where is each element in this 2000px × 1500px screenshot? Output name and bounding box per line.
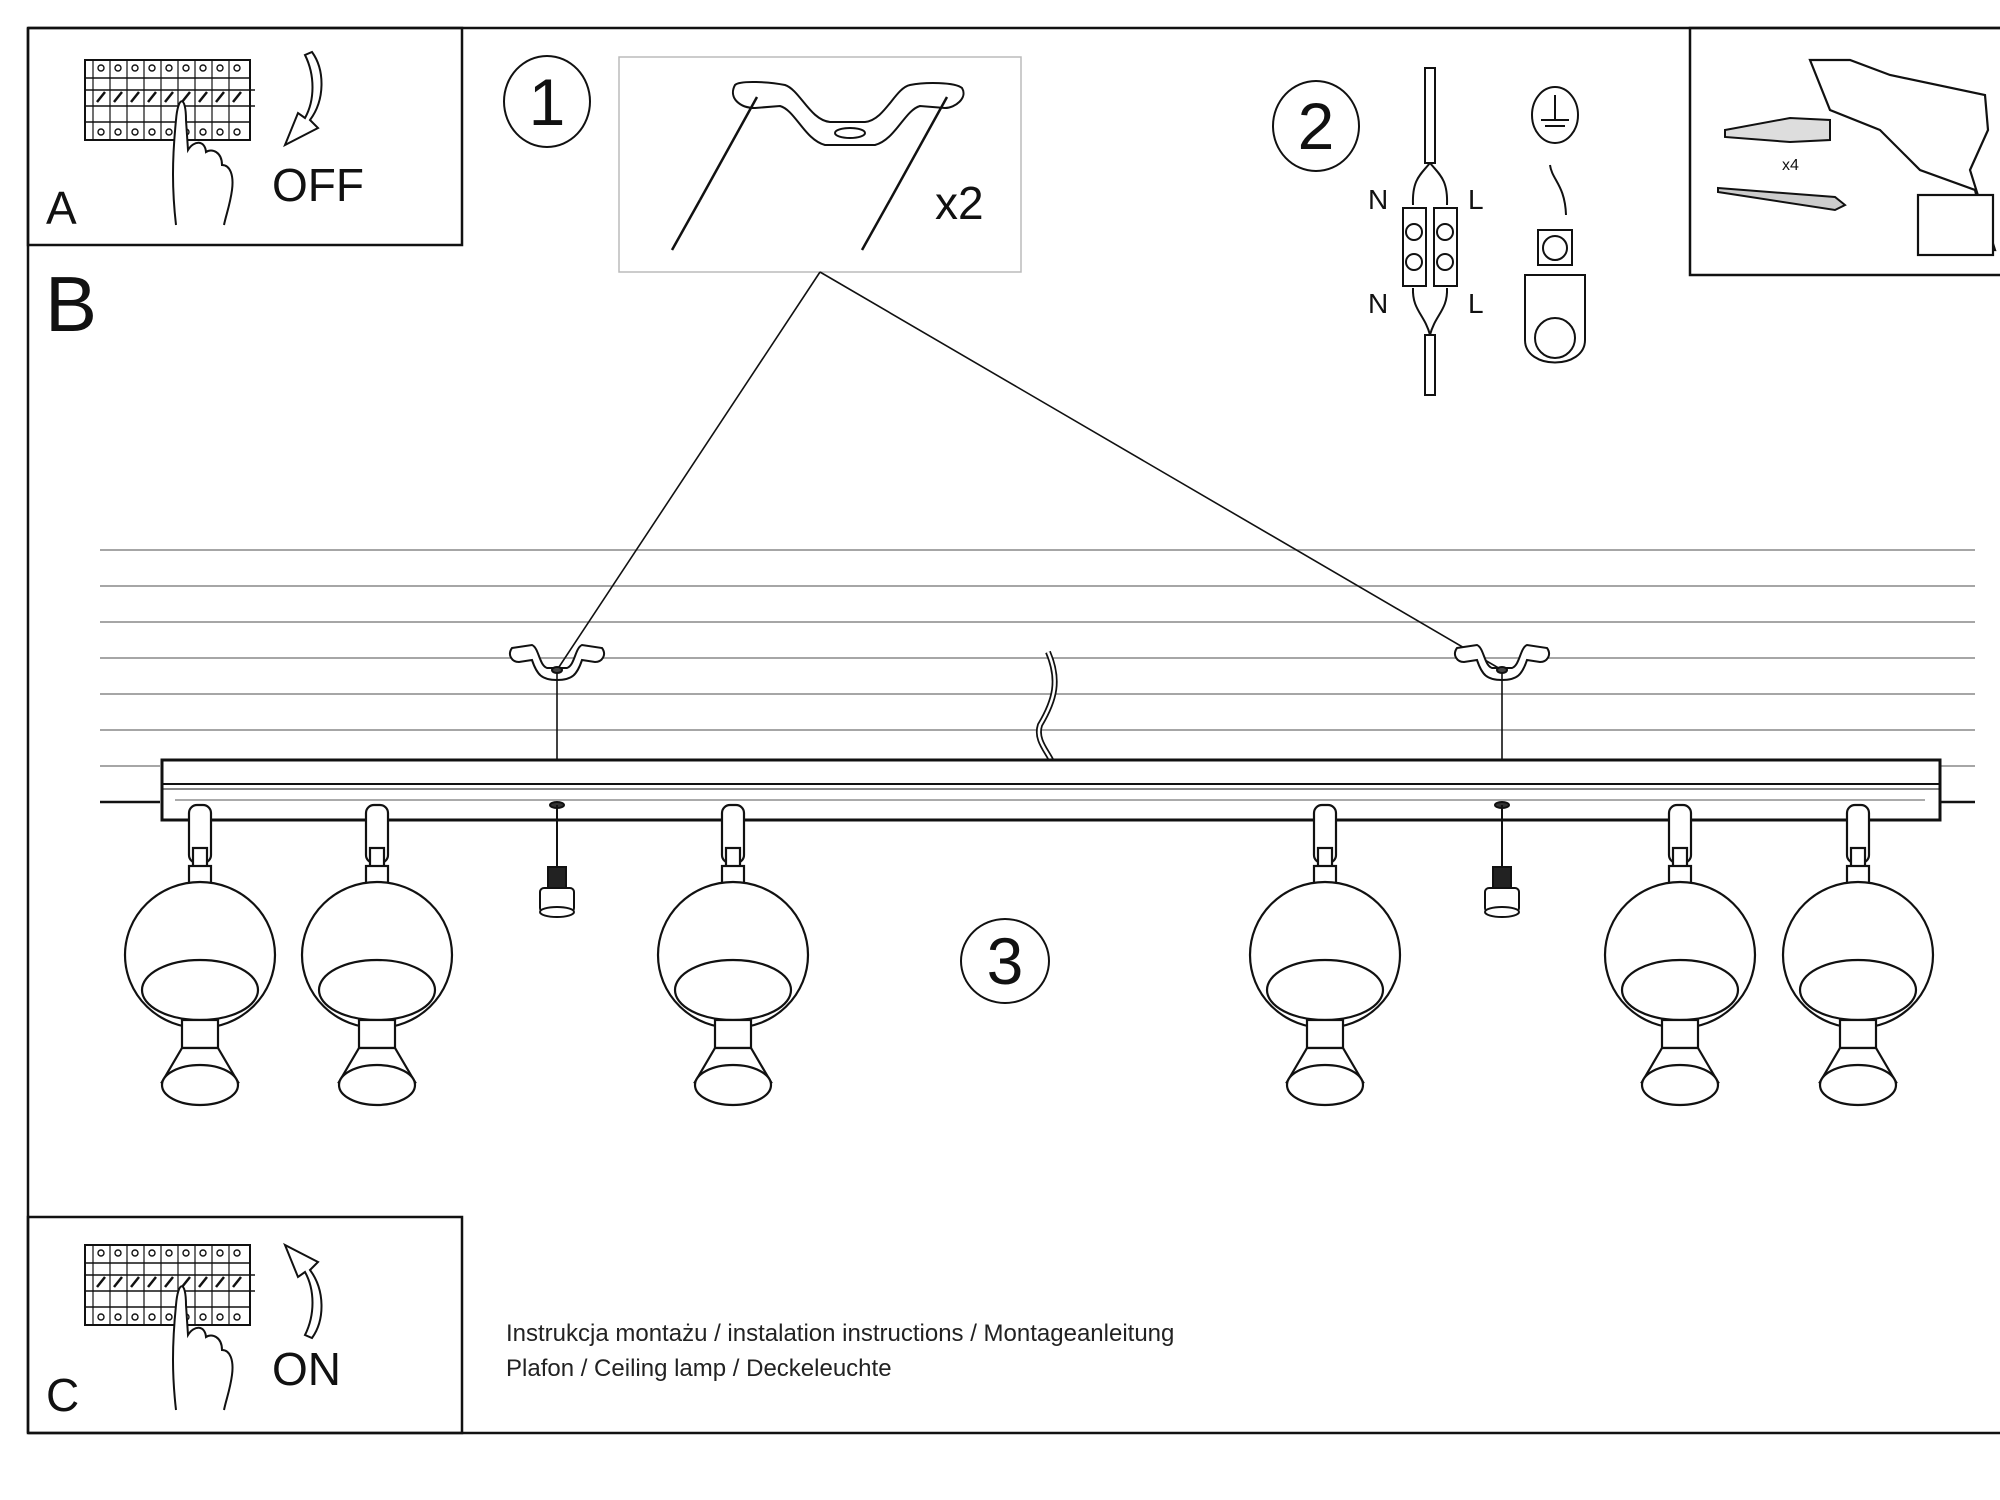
step1-quantity: x2 — [935, 177, 984, 229]
step-3-badge: 3 — [960, 918, 1050, 1004]
spotlight-6 — [1781, 803, 1935, 1107]
caption-line-1: Instrukcja montażu / instalation instruc… — [506, 1320, 1175, 1347]
bulb-lens — [337, 1063, 417, 1107]
spotlight-opening — [1620, 958, 1740, 1022]
spotlight-opening — [317, 958, 437, 1022]
spotlight-4 — [1248, 803, 1402, 1107]
neutral-label-top: N — [1368, 184, 1389, 215]
panel-c-letter: C — [46, 1369, 80, 1421]
arrow-down-icon — [283, 50, 323, 148]
bulb-lens — [1818, 1063, 1898, 1107]
arrow-up-icon — [283, 1242, 323, 1340]
bulb-base — [1305, 1018, 1345, 1050]
light-rail — [160, 758, 1942, 822]
panel-c-frame — [26, 1215, 464, 1435]
bulb-end — [539, 906, 575, 918]
bulb-base — [713, 1018, 753, 1050]
wall-plug-icon — [1724, 116, 1831, 144]
hanging-bulb-1 — [539, 801, 575, 918]
spotlight-2 — [300, 803, 454, 1107]
panel-a-letter: A — [46, 182, 77, 234]
bulb-lens — [1285, 1063, 1365, 1107]
off-label: OFF — [272, 159, 364, 211]
spotlight-opening — [140, 958, 260, 1022]
hanging-bulb-2 — [1484, 801, 1520, 918]
spotlight-1 — [123, 803, 277, 1107]
tools-quantity: x4 — [1782, 157, 1799, 174]
bulb-base — [180, 1018, 220, 1050]
ceiling-bracket — [509, 643, 605, 682]
spotlight-opening — [1798, 958, 1918, 1022]
bulb-base — [1838, 1018, 1878, 1050]
neutral-label-bottom: N — [1368, 288, 1389, 319]
wiring-diagram — [1402, 67, 1458, 396]
screw-icon — [670, 96, 949, 251]
on-label: ON — [272, 1343, 341, 1395]
spotlight-opening — [673, 958, 793, 1022]
earth-ground-icon — [1524, 86, 1586, 364]
step-2-badge: 2 — [1272, 80, 1360, 172]
bulb-thread — [547, 866, 567, 890]
bulb-base — [357, 1018, 397, 1050]
bulb-end — [1484, 906, 1520, 918]
tools-frame — [1688, 26, 2000, 277]
drill-icon — [1808, 58, 1997, 257]
live-label-top: L — [1468, 184, 1484, 215]
live-label-bottom: L — [1468, 288, 1484, 319]
panel-b-letter: B — [45, 260, 98, 348]
bulb-base — [1660, 1018, 1700, 1050]
suspension-wires — [556, 672, 1503, 760]
ceiling-bracket — [1454, 643, 1550, 682]
caption-line-2: Plafon / Ceiling lamp / Deckeleuchte — [506, 1355, 892, 1382]
bulb-lens — [693, 1063, 773, 1107]
bulb-lens — [1640, 1063, 1720, 1107]
step-1-badge: 1 — [503, 55, 591, 148]
power-cable-inner — [1037, 651, 1056, 763]
bulb-lens — [160, 1063, 240, 1107]
hand-icon — [172, 100, 234, 226]
long-screw-icon — [1717, 186, 1847, 212]
spotlight-5 — [1603, 803, 1757, 1107]
ceiling-bracket-icon — [509, 643, 1550, 682]
mounting-bracket-icon — [732, 81, 965, 146]
bulb-thread — [1492, 866, 1512, 890]
leader-lines — [556, 271, 1503, 671]
breaker-a-detail — [85, 60, 255, 140]
spotlight-3 — [656, 803, 810, 1107]
hand-icon — [172, 1285, 234, 1411]
spotlight-opening — [1265, 958, 1385, 1022]
panel-a-frame — [26, 26, 464, 247]
